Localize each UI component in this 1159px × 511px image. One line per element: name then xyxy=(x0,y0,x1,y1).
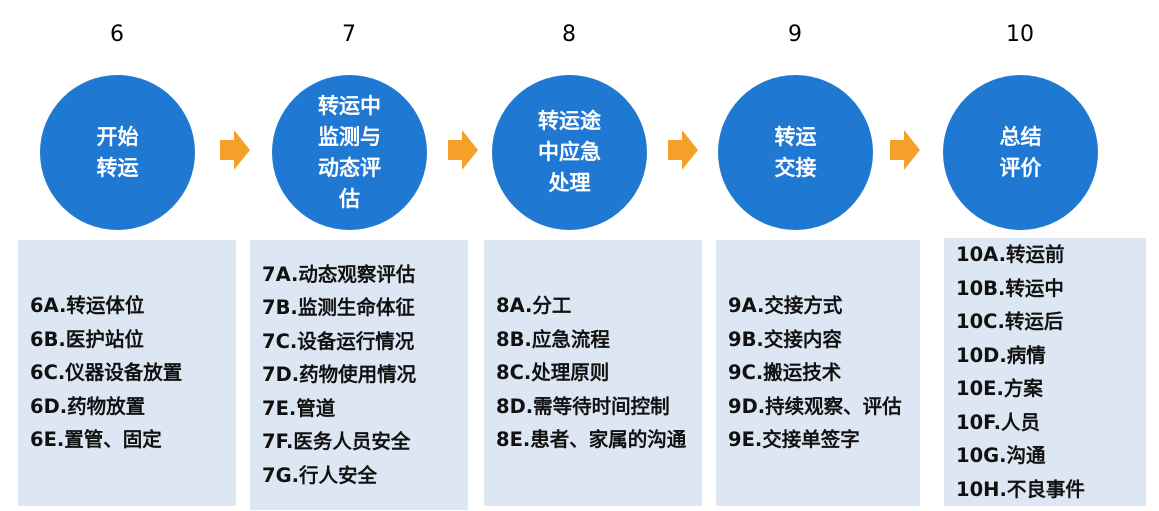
list-item: 8B.应急流程 xyxy=(496,327,610,351)
list-item: 10F.人员 xyxy=(956,410,1040,434)
list-item: 8D.需等待时间控制 xyxy=(496,394,670,418)
list-item: 7A.动态观察评估 xyxy=(262,262,416,286)
list-item: 7E.管道 xyxy=(262,396,336,420)
list-item: 7G.行人安全 xyxy=(262,463,377,487)
list-item: 10B.转运中 xyxy=(956,276,1064,300)
step-box-9: 9A.交接方式 9B.交接内容 9C.搬运技术 9D.持续观察、评估 9E.交接… xyxy=(716,240,920,506)
step-title-10: 总结 评价 xyxy=(999,124,1042,180)
step-circle-7: 转运中 监测与 动态评 估 xyxy=(272,75,427,230)
list-item: 10H.不良事件 xyxy=(956,477,1085,501)
list-item: 10A.转运前 xyxy=(956,243,1065,266)
list-item: 10C.转运后 xyxy=(956,310,1064,333)
step-number-9: 9 xyxy=(788,22,802,47)
step-number-7: 7 xyxy=(342,22,356,47)
step-circle-10: 总结 评价 xyxy=(943,75,1098,230)
list-item: 8A.分工 xyxy=(496,294,572,318)
list-item: 10G.沟通 xyxy=(956,444,1046,467)
step-circle-6: 开始 转运 xyxy=(40,75,195,230)
step-number-10: 10 xyxy=(1006,22,1034,47)
step-box-6: 6A.转运体位 6B.医护站位 6C.仪器设备放置 6D.药物放置 6E.置管、… xyxy=(18,240,236,506)
list-item: 6B.医护站位 xyxy=(30,327,144,351)
list-item: 9E.交接单签字 xyxy=(728,428,860,452)
list-item: 6C.仪器设备放置 xyxy=(30,361,183,385)
list-item: 6E.置管、固定 xyxy=(30,428,162,452)
list-item: 9C.搬运技术 xyxy=(728,361,842,385)
step-number-6: 6 xyxy=(110,22,124,47)
step-title-8: 转运途 中应急 处理 xyxy=(538,109,601,195)
list-item: 9B.交接内容 xyxy=(728,327,842,351)
list-item: 6D.药物放置 xyxy=(30,394,146,418)
list-item: 10D.病情 xyxy=(956,343,1046,367)
list-item: 7B.监测生命体征 xyxy=(262,296,415,320)
list-item: 10E.方案 xyxy=(956,377,1043,400)
step-box-10: 10A.转运前 10B.转运中 10C.转运后 10D.病情 10E.方案 10… xyxy=(944,238,1146,506)
list-item: 8C.处理原则 xyxy=(496,361,610,385)
list-item: 9A.交接方式 xyxy=(728,294,843,318)
list-item: 7D.药物使用情况 xyxy=(262,363,417,387)
step-title-9: 转运 交接 xyxy=(774,124,817,180)
list-item: 6A.转运体位 xyxy=(30,294,145,318)
arrow-right-icon xyxy=(448,130,478,170)
list-item: 7C.设备运行情况 xyxy=(262,329,415,353)
step-box-7: 7A.动态观察评估 7B.监测生命体征 7C.设备运行情况 7D.药物使用情况 … xyxy=(250,240,468,510)
step-circle-8: 转运途 中应急 处理 xyxy=(492,75,647,230)
step-title-6: 开始 转运 xyxy=(96,124,139,180)
step-title-7: 转运中 监测与 动态评 估 xyxy=(318,93,381,211)
list-item: 9D.持续观察、评估 xyxy=(728,394,902,418)
list-item: 7F.医务人员安全 xyxy=(262,430,411,454)
arrow-right-icon xyxy=(890,130,920,170)
arrow-right-icon xyxy=(220,130,250,170)
step-circle-9: 转运 交接 xyxy=(718,75,873,230)
list-item: 8E.患者、家属的沟通 xyxy=(496,428,687,452)
arrow-right-icon xyxy=(668,130,698,170)
step-box-8: 8A.分工 8B.应急流程 8C.处理原则 8D.需等待时间控制 8E.患者、家… xyxy=(484,240,702,506)
step-number-8: 8 xyxy=(562,22,576,47)
